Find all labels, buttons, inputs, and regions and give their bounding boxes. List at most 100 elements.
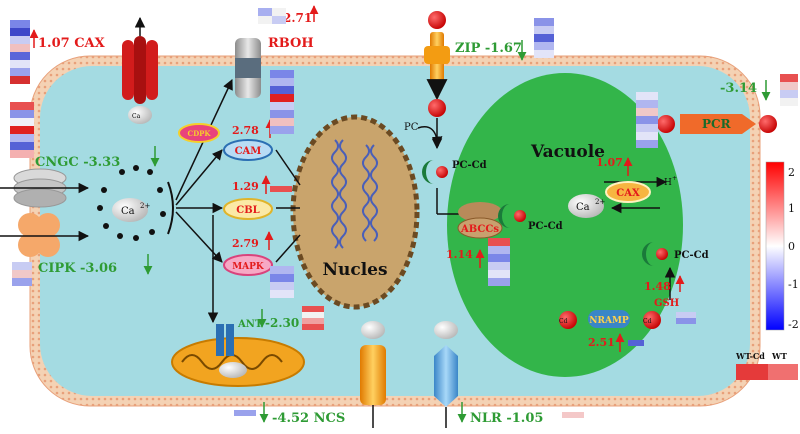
heatmap-cngc [10, 102, 34, 158]
legend-col2: WT [771, 351, 787, 361]
ca-ion-vac-sup: 2+ [595, 198, 605, 206]
dna-helix-icon [331, 139, 378, 249]
abccs-value: 1.14 [446, 248, 473, 261]
cax-channel-icon [122, 16, 158, 104]
cax-inner-label: CAX [616, 188, 640, 199]
heatmap-gsh [676, 312, 696, 324]
cam-node [223, 139, 273, 161]
cd-ion-nramp-out-label: Cd [643, 318, 652, 325]
pc-cd-label-1: PC-Cd [452, 160, 487, 171]
heatmap-cax [10, 20, 30, 84]
heatmap-mapk [270, 266, 294, 298]
abccs-label: ABCCs [460, 224, 499, 235]
ca-ion-pool-sup: 2+ [140, 202, 150, 210]
heatmap-nlr [562, 412, 584, 418]
nramp-value: 2.51 [588, 336, 615, 349]
mapk-label: MAPK [232, 262, 265, 272]
heatmap-cax-inner [636, 92, 658, 148]
gsh-value: 1.48 [644, 280, 671, 293]
vacuole [447, 73, 683, 377]
ca-ion-top-label: Ca [132, 113, 141, 120]
cd-ion-pcr-in [657, 115, 675, 133]
nucleus-label: Nucles [322, 260, 387, 280]
ant-channel-right [226, 324, 234, 356]
cbl-value: 1.29 [232, 180, 259, 193]
cngc-channel-icon [13, 168, 67, 208]
mapk-value: 2.79 [232, 237, 259, 250]
ca-ion-vac [568, 194, 604, 218]
abccs-channel-icon [457, 217, 503, 239]
nramp-channel-icon [588, 310, 630, 328]
gsh-label: GSH [654, 298, 679, 309]
mitochondrion [171, 337, 305, 387]
pc-cd-label-3: PC-Cd [674, 250, 709, 261]
ca-ion-pool-label: Ca [121, 206, 135, 217]
cd-ion-nramp-out [643, 311, 661, 329]
cd-ion-pcr-out [759, 115, 777, 133]
ncs-label: -4.52 NCS [272, 411, 345, 426]
rboh-value: 2.71 [283, 11, 312, 25]
cdpk-label: CDPK [188, 129, 212, 138]
cam-value: 2.78 [232, 124, 259, 137]
legend-swatch-wt [768, 364, 798, 380]
legend-col1: WT-Cd [735, 351, 765, 361]
ant-label: ANT [237, 319, 263, 330]
pc-cd-complex-icon [422, 160, 434, 184]
pcr-label: PCR [702, 117, 732, 131]
heatmap-cipk [12, 262, 32, 286]
cipk-label: CIPK -3.06 [38, 261, 117, 276]
ant-value: -2.30 [265, 316, 299, 330]
legend-swatch-wtcd [736, 364, 768, 380]
heatmap-abccs [488, 238, 510, 286]
legend-tick-3: 0 [788, 240, 795, 253]
pcr-channel-icon [680, 114, 756, 134]
mapk-node [223, 254, 273, 276]
cax-inner-channel-icon [605, 181, 651, 203]
abccs-top-disk [458, 202, 502, 222]
pc-label: PC [404, 122, 419, 133]
cd-ion-zip-top [428, 11, 446, 29]
ca-ion-top [128, 106, 152, 124]
cngc-label: CNGC -3.33 [35, 155, 120, 170]
ca-ion-nlr [434, 321, 458, 339]
heatmap-pcr [780, 74, 798, 106]
cipk-channel-icon [18, 213, 60, 257]
heatmap-ncs [234, 410, 256, 416]
h-ion-label: H [664, 178, 672, 188]
cd-ion-zip-bottom [428, 99, 446, 117]
cd-ion-nramp-in [559, 311, 577, 329]
pcr-value: -3.14 [720, 81, 757, 96]
pc-cd-label-2: PC-Cd [528, 221, 563, 232]
cax-inner-value: 1.07 [596, 156, 623, 169]
ca-ion-vac-label: Ca [576, 202, 590, 213]
ca-ion-ncs [361, 321, 385, 339]
nlr-channel-icon [434, 345, 458, 407]
legend-tick-4: -1 [788, 278, 799, 291]
pc-cd-gsh-icon [642, 242, 654, 266]
heatmap-zip [534, 18, 554, 58]
pc-cd-vac-icon [498, 204, 510, 228]
rboh-label: RBOH [268, 36, 314, 51]
legend-colorbar [765, 161, 785, 331]
nramp-label: NRAMP [589, 316, 629, 326]
cax-top-label: 1.07 CAX [38, 36, 106, 51]
h-ion-sup: + [672, 175, 677, 182]
legend-tick-2: 1 [788, 202, 795, 215]
heatmap-cam [270, 70, 294, 134]
vacuole-label: Vacuole [530, 142, 605, 162]
zip-label: ZIP -1.67 [455, 41, 522, 56]
cbl-node [223, 198, 273, 220]
ncs-channel-icon [360, 345, 386, 405]
ca-pool [97, 165, 166, 241]
cam-label: CAM [235, 146, 262, 157]
cd-ion-nramp-in-label: Cd [559, 318, 568, 325]
ca-sensor-bracket [167, 181, 174, 235]
heatmap-cbl [270, 186, 292, 192]
cbl-label: CBL [236, 205, 259, 216]
cdpk-node [178, 123, 220, 143]
heatmap-rboh [258, 8, 286, 24]
legend-tick-1: 2 [788, 166, 795, 179]
nucleus [290, 114, 420, 310]
